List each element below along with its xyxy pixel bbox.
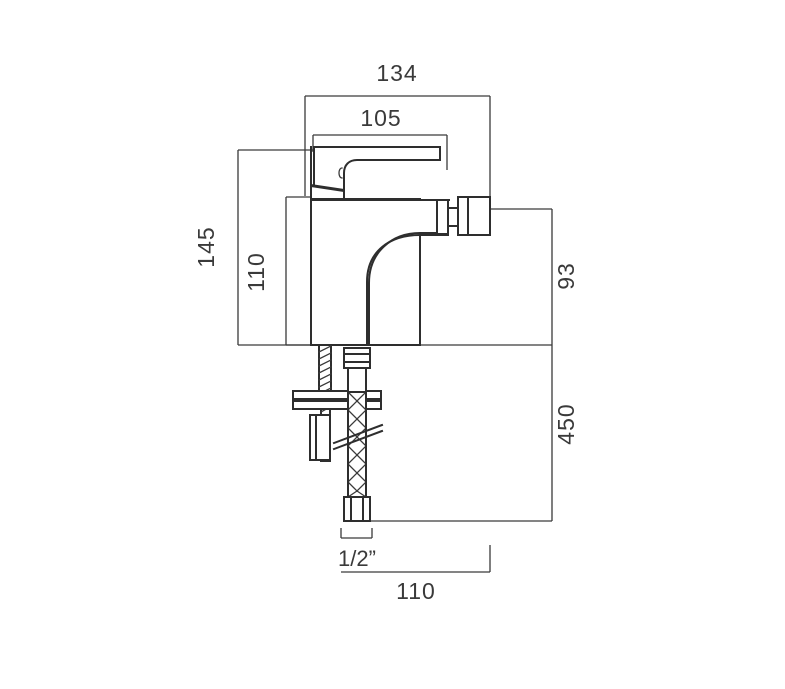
- dimension-half-inch: 1/2”: [338, 528, 376, 571]
- threaded-mounting-stud: [318, 344, 332, 401]
- stud-sleeve-nut: [309, 414, 331, 461]
- dimension-93: 93: [420, 208, 579, 346]
- hose-upper-nut: [343, 347, 371, 369]
- dim-93-label: 93: [553, 262, 579, 290]
- handle-base-plate: [310, 195, 421, 201]
- hose-upper-collar: [347, 367, 367, 393]
- dim-half-inch-label: 1/2”: [338, 546, 376, 571]
- dim-105-label: 105: [360, 105, 401, 131]
- dim-145-label: 145: [193, 226, 219, 267]
- tap-handle-lever: [310, 146, 441, 200]
- dimension-110-base: 110: [341, 545, 491, 604]
- dim-110-body-label: 110: [243, 252, 269, 292]
- hose-break-line: [332, 423, 384, 451]
- dimension-134: 134: [304, 60, 491, 196]
- hose-lower-connector: [343, 496, 371, 522]
- spout-inner-curve: [368, 232, 449, 346]
- dim-134-label: 134: [376, 60, 417, 86]
- fixing-washer-plate: [292, 390, 382, 410]
- dimension-110-body: 110: [243, 196, 313, 346]
- braided-flexible-hose: [347, 391, 367, 498]
- dimension-145: 145: [193, 149, 313, 346]
- dim-450-label: 450: [553, 403, 579, 444]
- dimension-450: 450: [370, 345, 579, 522]
- spout-aerator-assembly: [436, 196, 491, 236]
- dimension-105: 105: [312, 105, 448, 170]
- dim-110-base-label: 110: [396, 578, 436, 604]
